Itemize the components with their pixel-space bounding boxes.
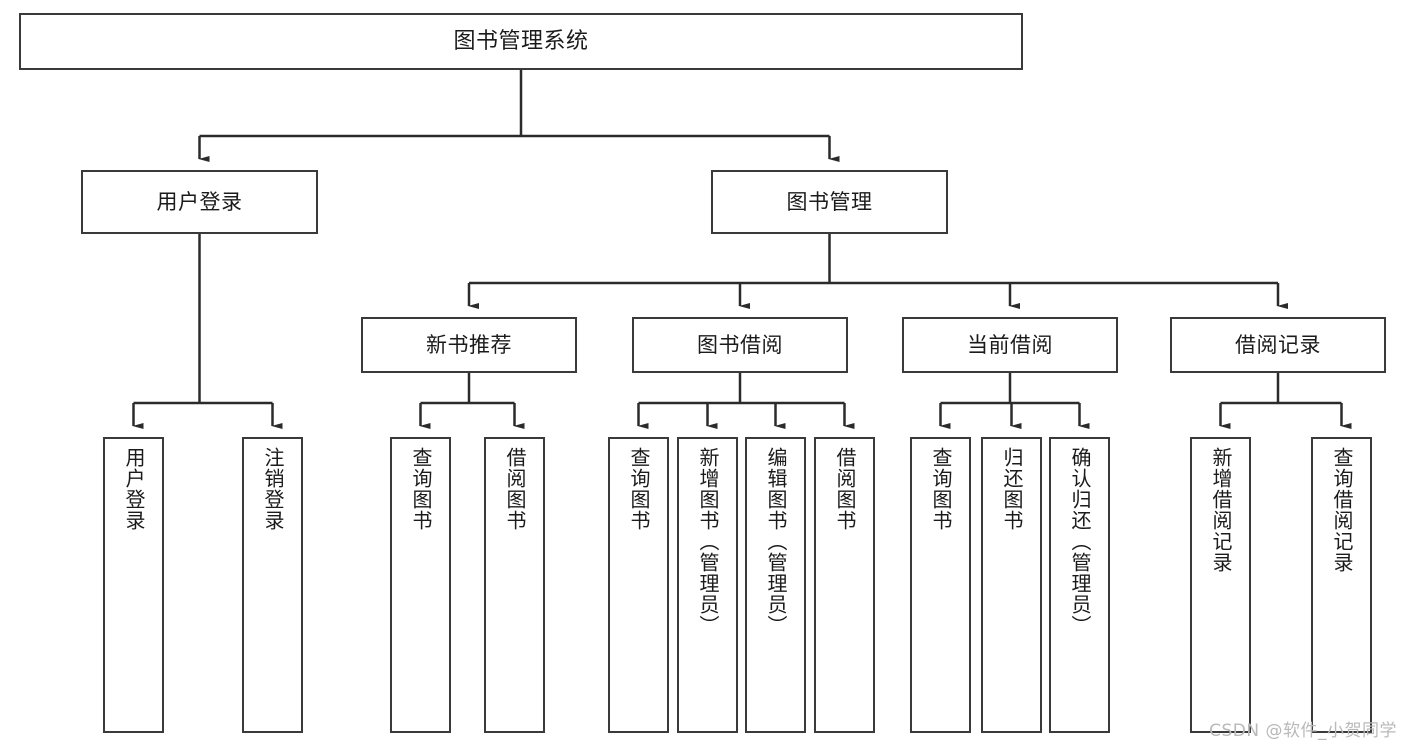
node-label: 用户登录 <box>122 447 146 531</box>
node-l-queryrec[interactable]: 查询借阅记录 <box>1311 437 1372 733</box>
node-l-query2[interactable]: 查询图书 <box>608 437 669 733</box>
node-l-return[interactable]: 归还图书 <box>981 437 1042 733</box>
node-label: 编辑图书（管理员） <box>764 447 788 636</box>
node-l-borrow1[interactable]: 借阅图书 <box>484 437 545 733</box>
node-label: 查询借阅记录 <box>1330 447 1354 573</box>
node-records[interactable]: 借阅记录 <box>1170 317 1386 373</box>
node-label: 查询图书 <box>627 447 651 531</box>
node-bookmgmt[interactable]: 图书管理 <box>711 170 948 234</box>
node-l-edit[interactable]: 编辑图书（管理员） <box>745 437 806 733</box>
node-l-query3[interactable]: 查询图书 <box>910 437 971 733</box>
node-root[interactable]: 图书管理系统 <box>19 13 1023 70</box>
csdn-watermark: CSDN @软件_小贺同学 <box>1209 721 1397 741</box>
node-login[interactable]: 用户登录 <box>81 170 318 234</box>
node-label: 新书推荐 <box>426 332 512 357</box>
node-label: 注销登录 <box>261 447 285 531</box>
node-label: 查询图书 <box>409 447 433 531</box>
node-label: 查询图书 <box>929 447 953 531</box>
node-label: 借阅图书 <box>833 447 857 531</box>
node-label: 归还图书 <box>1000 447 1024 531</box>
node-l-addrec[interactable]: 新增借阅记录 <box>1190 437 1251 733</box>
node-l-login[interactable]: 用户登录 <box>103 437 164 733</box>
node-l-logout[interactable]: 注销登录 <box>242 437 303 733</box>
node-label: 新增图书（管理员） <box>696 447 720 636</box>
node-label: 图书管理系统 <box>453 28 589 54</box>
node-l-borrow2[interactable]: 借阅图书 <box>814 437 875 733</box>
node-l-confirm[interactable]: 确认归还（管理员） <box>1049 437 1110 733</box>
node-newbook[interactable]: 新书推荐 <box>361 317 577 373</box>
node-l-add[interactable]: 新增图书（管理员） <box>677 437 738 733</box>
node-label: 确认归还（管理员） <box>1068 447 1092 636</box>
node-label: 用户登录 <box>156 189 243 214</box>
node-label: 图书管理 <box>786 189 873 214</box>
node-label: 图书借阅 <box>697 332 783 357</box>
node-l-query1[interactable]: 查询图书 <box>390 437 451 733</box>
node-current[interactable]: 当前借阅 <box>902 317 1118 373</box>
node-label: 借阅记录 <box>1235 332 1321 357</box>
node-label: 当前借阅 <box>967 332 1053 357</box>
node-borrow[interactable]: 图书借阅 <box>632 317 848 373</box>
node-label: 借阅图书 <box>503 447 527 531</box>
node-label: 新增借阅记录 <box>1209 447 1233 573</box>
